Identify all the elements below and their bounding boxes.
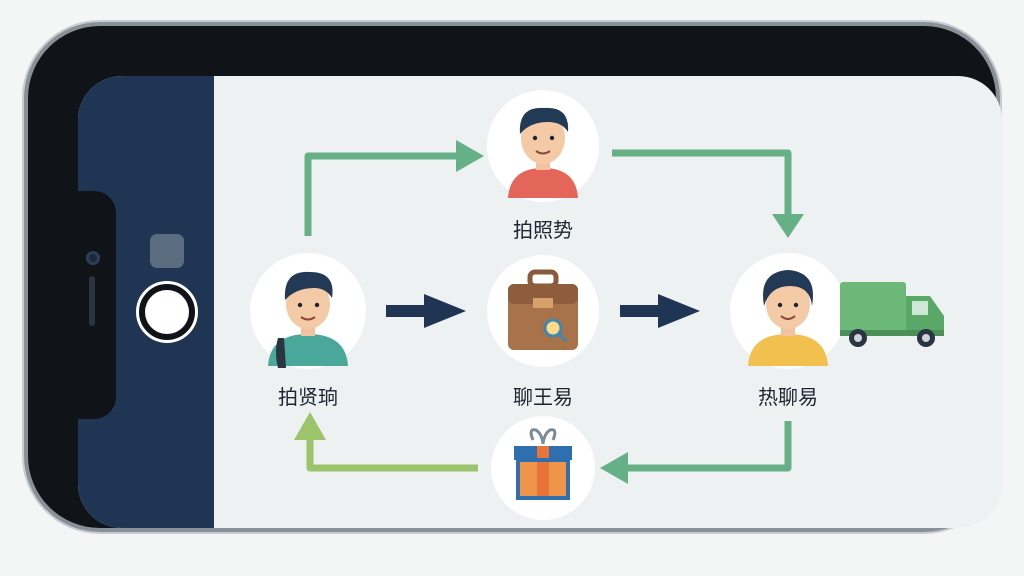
briefcase-icon: [487, 255, 599, 367]
side-button-2: [300, 528, 420, 533]
delivery-truck-icon: [840, 282, 944, 347]
volume-button-top: [258, 21, 388, 27]
camera-side-panel: [78, 76, 214, 528]
arrow-right-to-gift: [600, 421, 792, 484]
notch: [78, 191, 116, 419]
node-label-right: 热聊易: [758, 385, 818, 409]
shutter-button[interactable]: [136, 281, 198, 343]
phone-frame: 拍照势 拍贤珦 聊王易 热聊易: [28, 26, 1002, 528]
person-left-icon: [250, 253, 366, 369]
arrow-left-to-center: [386, 294, 466, 328]
person-right-icon: [730, 253, 846, 369]
arrow-left-to-top: [304, 140, 484, 236]
camera-icon: [86, 251, 100, 265]
gift-box-icon: [491, 416, 595, 520]
person-top-icon: [487, 90, 599, 202]
square-button[interactable]: [150, 234, 184, 268]
speaker-grille: [89, 276, 95, 326]
flow-diagram: [250, 90, 944, 520]
node-label-top: 拍照势: [513, 218, 573, 242]
shutter-inner: [145, 290, 189, 334]
side-button-1: [180, 528, 290, 533]
arrow-top-to-right: [612, 149, 804, 238]
node-label-left: 拍贤珦: [278, 385, 338, 409]
node-label-center: 聊王易: [513, 385, 573, 409]
arrow-center-to-right: [620, 294, 700, 328]
phone-screen: 拍照势 拍贤珦 聊王易 热聊易: [78, 76, 1002, 528]
arrow-gift-to-left: [294, 412, 478, 472]
